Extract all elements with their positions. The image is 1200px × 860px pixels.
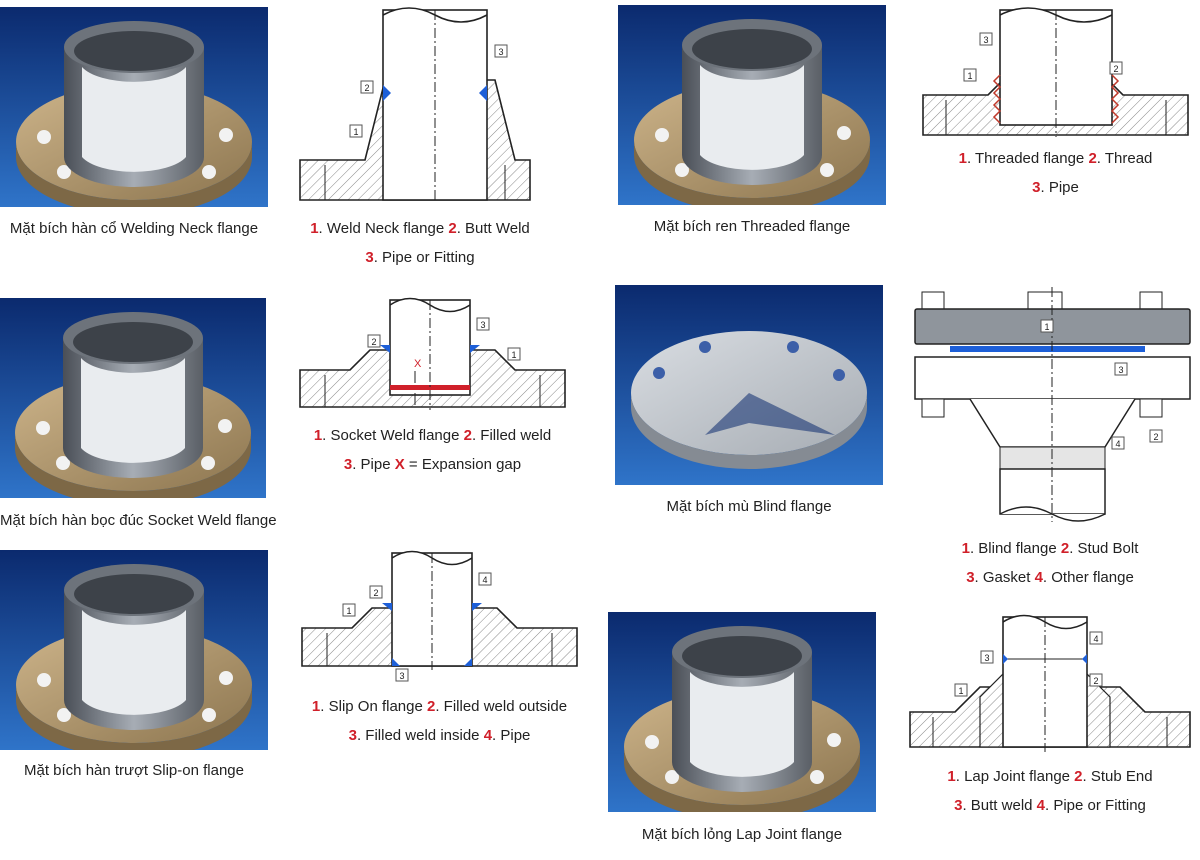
blind-label-2: 2	[1149, 429, 1163, 443]
caption-threaded: Mặt bích ren Threaded flange	[653, 218, 851, 235]
svg-text:3: 3	[399, 671, 404, 681]
diagram-weld-neck: 1 2 3	[295, 5, 535, 205]
weld-neck-label-3: 3	[494, 44, 508, 58]
svg-text:3: 3	[480, 320, 485, 330]
slip-on-label-2: 2	[369, 585, 383, 599]
svg-text:1: 1	[967, 71, 972, 81]
diagram-lap-joint: 1 2 3 4	[905, 612, 1195, 757]
svg-text:2: 2	[364, 83, 369, 93]
slip-on-label-4: 4	[478, 572, 492, 586]
svg-text:4: 4	[1115, 439, 1120, 449]
blind-caption-line1: 1. Blind flange 2. Stud Bolt	[961, 540, 1139, 557]
lap-joint-caption-line2: 3. Butt weld 4. Pipe or Fitting	[954, 797, 1146, 814]
photo-slip-on	[0, 550, 268, 750]
photo-threaded	[618, 5, 886, 205]
lap-joint-label-2: 2	[1089, 673, 1103, 687]
svg-text:1: 1	[958, 686, 963, 696]
svg-text:X: X	[414, 358, 422, 370]
svg-text:1: 1	[1044, 322, 1049, 332]
diagram-slip-on: 1 2 3 4	[297, 548, 582, 683]
socket-weld-caption-line1: 1. Socket Weld flange 2. Filled weld	[313, 427, 552, 444]
svg-text:4: 4	[1093, 634, 1098, 644]
svg-text:1: 1	[353, 127, 358, 137]
diagram-blind: 1 2 3 4	[910, 287, 1195, 527]
threaded-label-2: 2	[1109, 61, 1123, 75]
weld-neck-label-1: 1	[349, 124, 363, 138]
caption-lap-joint: Mặt bích lỏng Lap Joint flange	[641, 826, 843, 843]
diagram-threaded: 1 2 3	[918, 5, 1193, 140]
svg-text:1: 1	[346, 606, 351, 616]
threaded-caption-line2: 3. Pipe	[1032, 179, 1079, 196]
caption-slip-on: Mặt bích hàn trượt Slip-on flange	[24, 762, 244, 779]
caption-welding-neck: Mặt bích hàn cổ Welding Neck flange	[9, 220, 259, 237]
svg-text:3: 3	[984, 653, 989, 663]
lap-joint-caption-line1: 1. Lap Joint flange 2. Stub End	[947, 768, 1153, 785]
blind-label-1: 1	[1040, 319, 1054, 333]
diagram-socket-weld: X 1 2 3	[295, 295, 570, 415]
svg-text:3: 3	[498, 47, 503, 57]
photo-socket-weld	[0, 298, 266, 498]
slip-on-caption-line2: 3. Filled weld inside 4. Pipe	[348, 727, 531, 744]
socket-weld-label-1: 1	[507, 347, 521, 361]
svg-text:2: 2	[1153, 432, 1158, 442]
socket-weld-caption-line2: 3. Pipe X = Expansion gap	[343, 456, 522, 473]
svg-text:2: 2	[371, 337, 376, 347]
caption-socket-weld: Mặt bích hàn bọc đúc Socket Weld flange	[0, 512, 277, 529]
slip-on-label-3: 3	[395, 668, 409, 682]
blind-label-3: 3	[1114, 362, 1128, 376]
svg-text:2: 2	[373, 588, 378, 598]
lap-joint-label-3: 3	[980, 650, 994, 664]
threaded-label-1: 1	[963, 68, 977, 82]
lap-joint-label-4: 4	[1089, 631, 1103, 645]
socket-weld-label-3: 3	[476, 317, 490, 331]
svg-text:1: 1	[511, 350, 516, 360]
threaded-label-3: 3	[979, 32, 993, 46]
svg-text:2: 2	[1093, 676, 1098, 686]
svg-text:3: 3	[983, 35, 988, 45]
slip-on-label-1: 1	[342, 603, 356, 617]
photo-lap-joint	[608, 612, 876, 812]
photo-blind	[615, 285, 883, 485]
caption-blind: Mặt bích mù Blind flange	[666, 498, 832, 515]
svg-text:2: 2	[1113, 64, 1118, 74]
weld-neck-caption-line2: 3. Pipe or Fitting	[365, 249, 475, 266]
weld-neck-caption-line1: 1. Weld Neck flange 2. Butt Weld	[310, 220, 530, 237]
blind-label-4: 4	[1111, 436, 1125, 450]
svg-text:3: 3	[1118, 365, 1123, 375]
svg-text:4: 4	[482, 575, 487, 585]
socket-weld-label-2: 2	[367, 334, 381, 348]
slip-on-caption-line1: 1. Slip On flange 2. Filled weld outside	[311, 698, 568, 715]
photo-welding-neck	[0, 7, 268, 207]
lap-joint-label-1: 1	[954, 683, 968, 697]
threaded-caption-line1: 1. Threaded flange 2. Thread	[958, 150, 1153, 167]
weld-neck-label-2: 2	[360, 80, 374, 94]
blind-caption-line2: 3. Gasket 4. Other flange	[966, 569, 1134, 586]
